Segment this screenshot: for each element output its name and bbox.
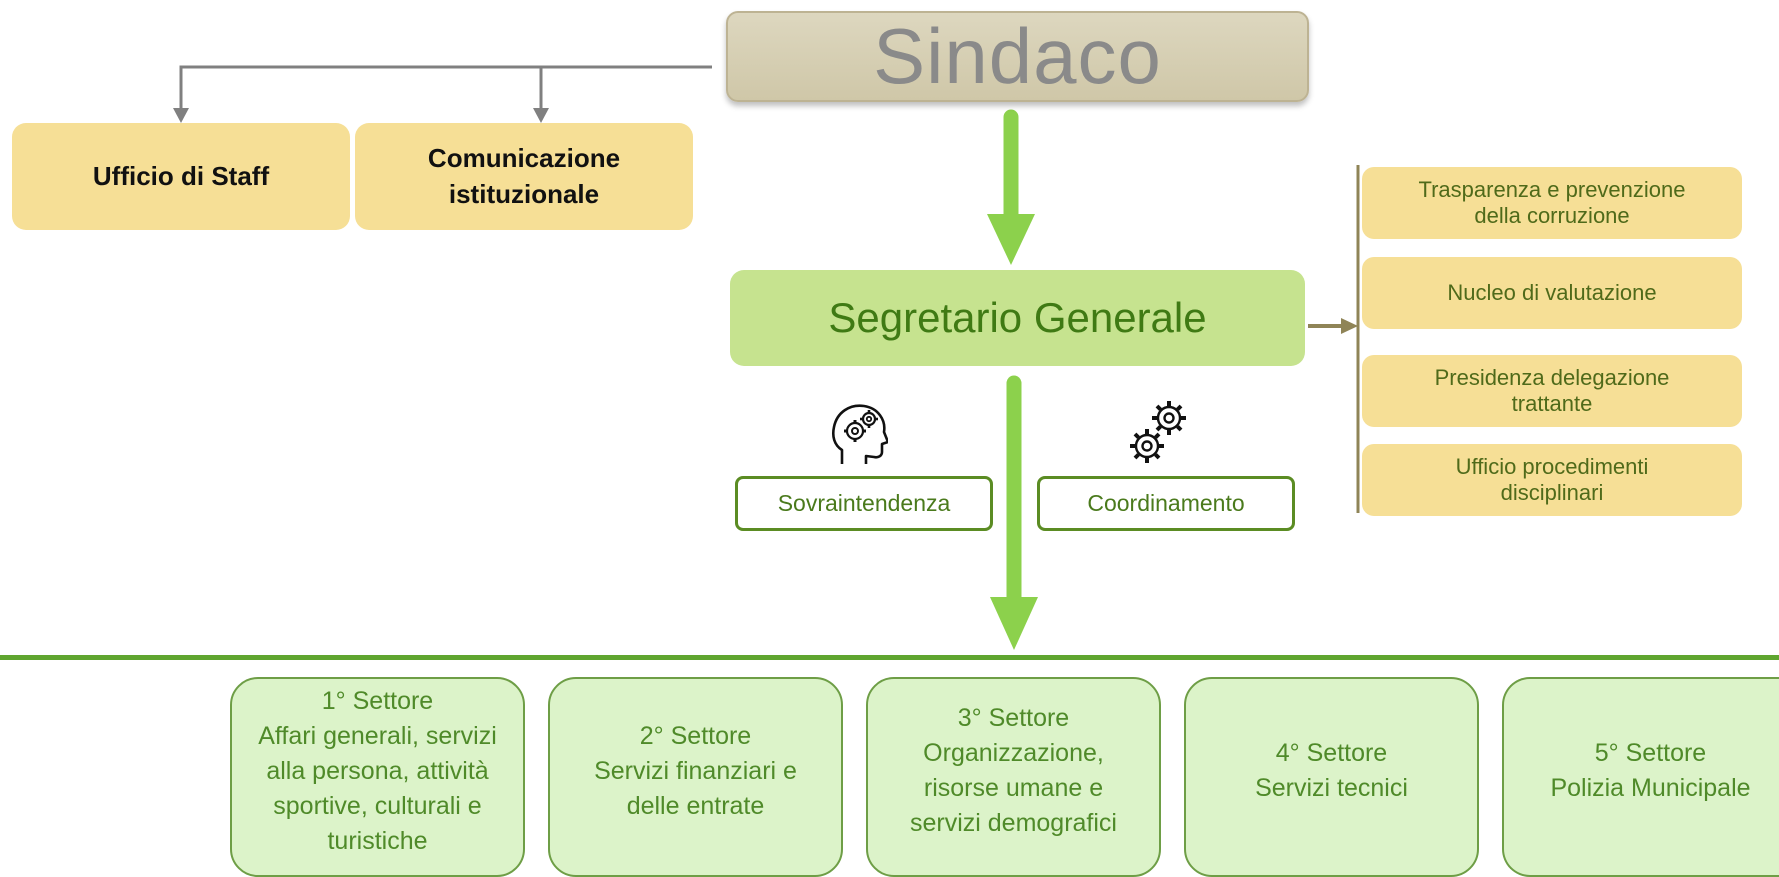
communication-office-label: Comunicazione istituzionale bbox=[427, 143, 621, 209]
sector-name: Servizi tecnici bbox=[1255, 774, 1408, 802]
mayor-label: Sindaco bbox=[873, 12, 1162, 100]
side-office-disciplinary: Ufficio procedimenti disciplinari bbox=[1362, 444, 1742, 516]
sectors-divider bbox=[0, 655, 1779, 660]
secretary-label: Segretario Generale bbox=[828, 294, 1207, 341]
side-office-evaluation: Nucleo di valutazione bbox=[1362, 257, 1742, 329]
secretary-box: Segretario Generale bbox=[730, 270, 1305, 366]
sector-1-box: 1° Settore Affari generali, servizi alla… bbox=[230, 677, 525, 877]
sector-name: Affari generali, servizi alla persona, a… bbox=[258, 721, 497, 855]
sector-title: 5° Settore bbox=[1594, 739, 1707, 767]
sector-name: Servizi finanziari e delle entrate bbox=[594, 756, 797, 820]
gears-icon bbox=[1130, 401, 1186, 463]
staff-office-label: Ufficio di Staff bbox=[92, 161, 270, 191]
head-gears-icon bbox=[831, 404, 888, 464]
side-office-label: Ufficio procedimenti disciplinari bbox=[1455, 453, 1649, 505]
side-office-label: Trasparenza e prevenzione della corruzio… bbox=[1418, 176, 1686, 228]
sector-name: Organizzazione, risorse umane e servizi … bbox=[909, 739, 1117, 837]
side-office-transparency: Trasparenza e prevenzione della corruzio… bbox=[1362, 167, 1742, 239]
supervision-box: Sovraintendenza bbox=[735, 476, 993, 531]
coordination-label: Coordinamento bbox=[1087, 490, 1245, 516]
side-office-label: Presidenza delegazione trattante bbox=[1434, 364, 1670, 416]
sector-4-box: 4° Settore Servizi tecnici bbox=[1184, 677, 1479, 877]
side-office-label: Nucleo di valutazione bbox=[1447, 279, 1657, 305]
secretary-to-sectors-arrowhead bbox=[990, 597, 1038, 650]
sector-title: 2° Settore bbox=[639, 721, 752, 750]
staff-connector bbox=[179, 65, 712, 112]
staff-office-box: Ufficio di Staff bbox=[12, 123, 350, 230]
staff-arrowhead-2 bbox=[533, 108, 549, 123]
side-office-delegation: Presidenza delegazione trattante bbox=[1362, 355, 1742, 427]
staff-arrowhead-1 bbox=[173, 108, 189, 123]
coordination-box: Coordinamento bbox=[1037, 476, 1295, 531]
mayor-box: Sindaco bbox=[726, 11, 1309, 102]
sector-title: 1° Settore bbox=[321, 686, 434, 715]
supervision-label: Sovraintendenza bbox=[777, 490, 951, 516]
sector-2-box: 2° Settore Servizi finanziari e delle en… bbox=[548, 677, 843, 877]
sector-3-box: 3° Settore Organizzazione, risorse umane… bbox=[866, 677, 1161, 877]
mayor-to-secretary-arrowhead bbox=[987, 214, 1035, 265]
secretary-to-side-arrowhead bbox=[1341, 318, 1358, 334]
sector-title: 3° Settore bbox=[957, 704, 1070, 732]
sector-5-box: 5° Settore Polizia Municipale bbox=[1502, 677, 1779, 877]
communication-office-box: Comunicazione istituzionale bbox=[355, 123, 693, 230]
sector-title: 4° Settore bbox=[1275, 739, 1388, 767]
sector-name: Polizia Municipale bbox=[1550, 774, 1751, 802]
